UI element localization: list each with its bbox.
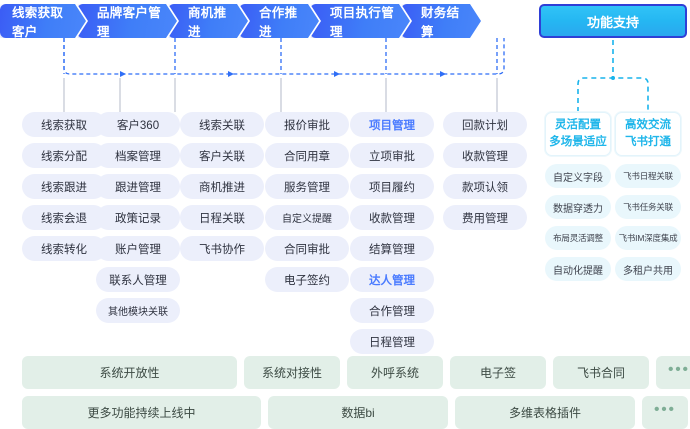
support-pill-item[interactable]: 飞书日程关联 [615,164,681,188]
support-header-line1: 高效交流 [625,119,671,132]
pill-item[interactable]: 日程管理 [350,329,434,354]
support-pill-item[interactable]: 多租户共用 [615,257,681,281]
pill-item[interactable]: 立项审批 [350,143,434,168]
pill-item[interactable]: 档案管理 [96,143,180,168]
pill-item[interactable]: 款项认领 [443,174,527,199]
bottom-card[interactable]: 系统开放性 [22,356,237,389]
support-column-header: 灵活配置 多场景适应 [545,112,611,156]
pill-item[interactable]: 线索关联 [180,112,264,137]
function-support-button[interactable]: 功能支持 [539,4,687,38]
pill-item[interactable]: 收款管理 [443,143,527,168]
column-opportunity: 线索关联 客户关联 商机推进 日程关联 飞书协作 [180,112,264,267]
column-lead-acquisition: 线索获取 线索分配 线索跟进 线索会退 线索转化 [22,112,106,267]
flow-stage-5[interactable]: 项目执行管理 [310,4,410,38]
pill-item[interactable]: 服务管理 [265,174,349,199]
pill-item[interactable]: 账户管理 [96,236,180,261]
support-column-header: 高效交流 飞书打通 [615,112,681,156]
bottom-card-more-icon[interactable]: ••• [656,356,690,389]
pill-item[interactable]: 商机推进 [180,174,264,199]
pill-item[interactable]: 线索跟进 [22,174,106,199]
pill-item[interactable]: 线索获取 [22,112,106,137]
bottom-card[interactable]: 飞书合同 [553,356,649,389]
bottom-card[interactable]: 电子签 [450,356,546,389]
pill-item[interactable]: 费用管理 [443,205,527,230]
flow-stage-6[interactable]: 财务结算 [401,4,481,38]
pill-item[interactable]: 跟进管理 [96,174,180,199]
support-pill-item[interactable]: 布局灵活调整 [545,226,611,250]
pill-item[interactable]: 客户关联 [180,143,264,168]
column-brand-customer: 客户360 档案管理 跟进管理 政策记录 账户管理 联系人管理 其他模块关联 [96,112,180,329]
pill-item[interactable]: 合同审批 [265,236,349,261]
pill-item[interactable]: 电子签约 [265,267,349,292]
support-pill-item[interactable]: 自动化提醒 [545,257,611,281]
support-pill-item[interactable]: 数据穿透力 [545,195,611,219]
bottom-row-2: 更多功能持续上线中 数据bi 多维表格插件 ••• [22,396,688,429]
support-column-feishu: 高效交流 飞书打通 飞书日程关联 飞书任务关联 飞书IM深度集成 多租户共用 [615,112,681,288]
support-header-line2: 多场景适应 [549,136,607,148]
bottom-card[interactable]: 外呼系统 [347,356,443,389]
pill-item[interactable]: 线索转化 [22,236,106,261]
pill-item-highlight[interactable]: 达人管理 [350,267,434,292]
support-pill-item[interactable]: 自定义字段 [545,164,611,188]
flow-stage-3[interactable]: 商机推进 [168,4,248,38]
pill-item[interactable]: 其他模块关联 [96,298,180,323]
support-pill-item[interactable]: 飞书IM深度集成 [615,226,681,250]
column-cooperation: 报价审批 合同用章 服务管理 自定义提醒 合同审批 电子签约 [265,112,349,298]
flow-stage-4[interactable]: 合作推进 [239,4,319,38]
flow-stage-2[interactable]: 品牌客户管理 [77,4,177,38]
column-project-execution: 项目管理 立项审批 项目履约 收款管理 结算管理 达人管理 合作管理 日程管理 [350,112,434,360]
bottom-card[interactable]: 更多功能持续上线中 [22,396,261,429]
pill-item[interactable]: 飞书协作 [180,236,264,261]
pill-item[interactable]: 收款管理 [350,205,434,230]
bottom-card[interactable]: 多维表格插件 [455,396,635,429]
support-column-flexible-config: 灵活配置 多场景适应 自定义字段 数据穿透力 布局灵活调整 自动化提醒 [545,112,611,288]
pill-item[interactable]: 项目履约 [350,174,434,199]
pill-item[interactable]: 结算管理 [350,236,434,261]
bottom-card[interactable]: 数据bi [268,396,448,429]
pill-item[interactable]: 报价审批 [265,112,349,137]
pill-item[interactable]: 自定义提醒 [265,205,349,230]
pill-item[interactable]: 合同用章 [265,143,349,168]
pill-item-highlight[interactable]: 项目管理 [350,112,434,137]
support-header-line1: 灵活配置 [555,119,601,132]
pill-item[interactable]: 联系人管理 [96,267,180,292]
pill-item[interactable]: 线索会退 [22,205,106,230]
pill-item[interactable]: 回款计划 [443,112,527,137]
bottom-row-1: 系统开放性 系统对接性 外呼系统 电子签 飞书合同 ••• [22,356,690,389]
bottom-card-more-icon[interactable]: ••• [642,396,688,429]
process-flow-bar: 线索获取客户 品牌客户管理 商机推进 合作推进 项目执行管理 财务结算 [0,4,481,38]
pill-item[interactable]: 客户360 [96,112,180,137]
support-pill-item[interactable]: 飞书任务关联 [615,195,681,219]
pill-item[interactable]: 合作管理 [350,298,434,323]
column-finance-settlement: 回款计划 收款管理 款项认领 费用管理 [443,112,527,236]
flow-stage-1[interactable]: 线索获取客户 [0,4,86,38]
support-header-line2: 飞书打通 [625,136,671,148]
pill-item[interactable]: 政策记录 [96,205,180,230]
pill-item[interactable]: 线索分配 [22,143,106,168]
pill-item[interactable]: 日程关联 [180,205,264,230]
bottom-card[interactable]: 系统对接性 [244,356,340,389]
